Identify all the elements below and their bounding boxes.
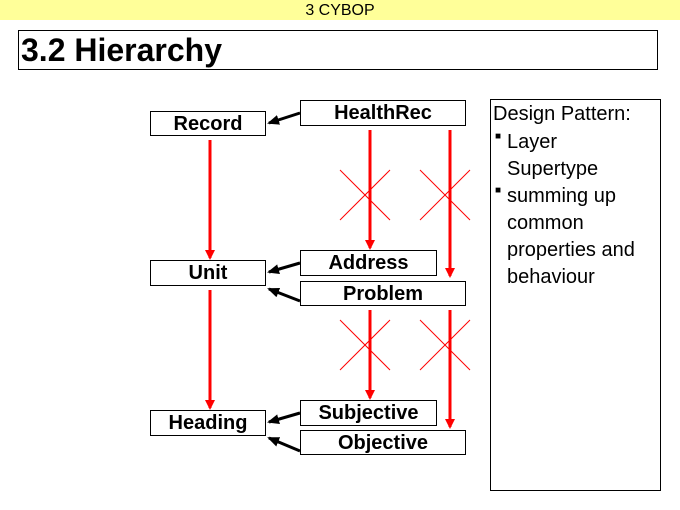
arrow-subjective-to-heading	[267, 411, 301, 425]
box-objective: Objective	[300, 430, 466, 455]
design-pattern-panel: Design Pattern: ■ Layer Supertype ■ summ…	[490, 99, 661, 491]
slide-title: 3.2 Hierarchy	[21, 32, 223, 68]
design-pattern-title: Design Pattern:	[493, 103, 631, 125]
bullet-line: Supertype	[507, 158, 599, 180]
bullet-square-icon: ■	[495, 131, 502, 142]
bullet-line: common	[507, 212, 584, 234]
cross-mark	[419, 319, 471, 371]
slide-header: 3 CYBOP	[0, 0, 680, 20]
box-healthrec: HealthRec	[300, 100, 466, 126]
cross-mark	[339, 169, 391, 221]
box-address: Address	[300, 250, 437, 276]
bullet-square-icon: ■	[495, 185, 502, 196]
bullet-line: summing up	[507, 185, 616, 207]
box-unit: Unit	[150, 260, 266, 286]
arrow-objective-to-heading	[267, 436, 301, 453]
bullet-line: behaviour	[507, 266, 595, 288]
box-subjective: Subjective	[300, 400, 437, 426]
header-title: 3 CYBOP	[305, 2, 375, 19]
cross-mark	[419, 169, 471, 221]
cross-mark	[339, 319, 391, 371]
bullet-item: ■ summing up common properties and behav…	[495, 183, 655, 291]
bullet-item: ■ Layer Supertype	[495, 129, 655, 183]
box-problem: Problem	[300, 281, 466, 306]
slide-title-box: 3.2 Hierarchy	[18, 30, 658, 70]
bullet-line: Layer	[507, 131, 558, 153]
arrow-address-to-unit	[267, 261, 301, 275]
box-record: Record	[150, 111, 266, 136]
box-heading: Heading	[150, 410, 266, 436]
bullet-line: properties and	[507, 239, 635, 261]
arrow-healthrec-to-record	[267, 111, 301, 125]
arrow-problem-to-unit	[267, 287, 301, 303]
